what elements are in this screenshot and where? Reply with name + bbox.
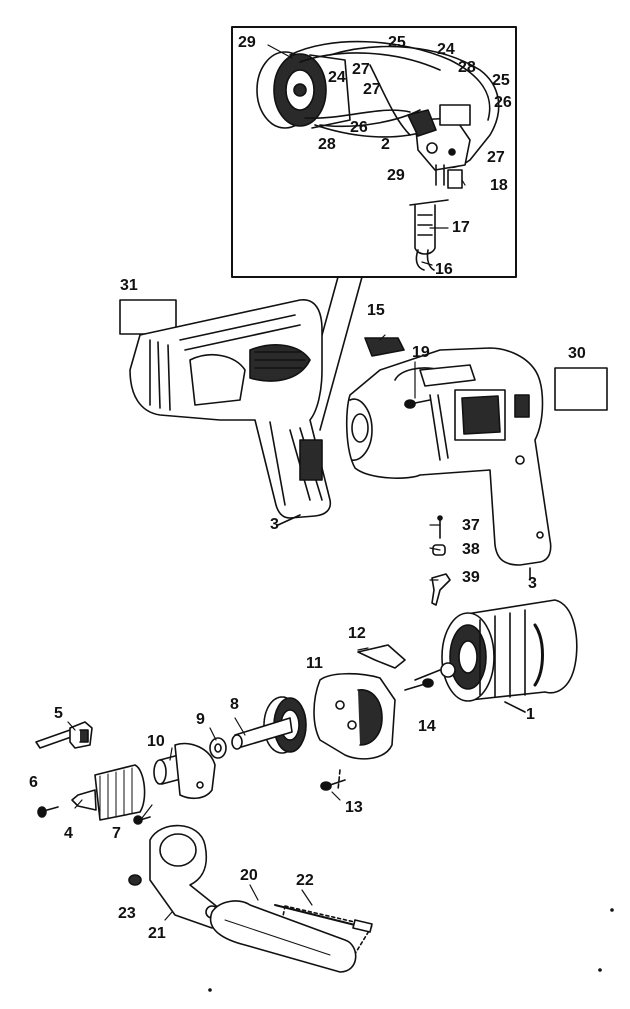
- inset-cord: [409, 164, 463, 271]
- part-label-37: 37: [462, 517, 480, 534]
- part-label-28: 28: [318, 136, 336, 153]
- part-label-26: 26: [494, 94, 512, 111]
- chuck-key: [35, 721, 93, 749]
- wiring-inset: [231, 26, 517, 431]
- part-label-29: 29: [387, 167, 405, 184]
- part-label-3: 3: [270, 516, 279, 533]
- part-label-21: 21: [148, 925, 166, 942]
- motor: [414, 599, 578, 713]
- gear-housing: [313, 644, 434, 791]
- part-label-20: 20: [240, 867, 258, 884]
- part-label-39: 39: [462, 569, 480, 586]
- inset-switch: [407, 104, 471, 171]
- part-label-26: 26: [350, 119, 368, 136]
- side-handle: [209, 900, 373, 973]
- part-label-24: 24: [437, 41, 455, 58]
- part-label-16: 16: [435, 261, 453, 278]
- part-label-17: 17: [452, 219, 470, 236]
- part-label-23: 23: [118, 905, 136, 922]
- part-label-27: 27: [487, 149, 505, 166]
- part-label-7: 7: [112, 825, 121, 842]
- part-label-22: 22: [296, 872, 314, 889]
- chuck: [37, 764, 151, 825]
- washer-and-bearing: [153, 737, 227, 800]
- part-label-9: 9: [196, 711, 205, 728]
- part-label-6: 6: [29, 774, 38, 791]
- part-label-25: 25: [388, 34, 406, 51]
- part-label-15: 15: [367, 302, 385, 319]
- part-label-19: 19: [412, 344, 430, 361]
- brush-parts: [431, 515, 451, 606]
- spindle-gear: [231, 696, 307, 754]
- part-label-8: 8: [230, 696, 239, 713]
- part-label-28: 28: [458, 59, 476, 76]
- right-housing-half: [345, 337, 608, 581]
- part-label-11: 11: [306, 655, 323, 672]
- part-label-12: 12: [348, 625, 366, 642]
- part-label-27: 27: [363, 81, 381, 98]
- part-label-29: 29: [238, 34, 256, 51]
- leader-lines: [67, 44, 466, 921]
- part-label-31: 31: [120, 277, 138, 294]
- part-label-4: 4: [64, 825, 73, 842]
- part-label-24: 24: [328, 69, 346, 86]
- part-label-13: 13: [345, 799, 363, 816]
- left-housing-half: [119, 299, 332, 526]
- part-label-25: 25: [492, 72, 510, 89]
- part-label-27: 27: [352, 61, 370, 78]
- side-handle-bracket: [128, 824, 223, 929]
- part-label-30: 30: [568, 345, 586, 362]
- part-label-1: 1: [526, 706, 535, 723]
- part-label-14: 14: [418, 718, 436, 735]
- part-label-3: 3: [528, 575, 537, 592]
- part-label-10: 10: [147, 733, 165, 750]
- part-label-5: 5: [54, 705, 63, 722]
- inset-motor: [256, 51, 351, 129]
- part-label-2: 2: [381, 136, 390, 153]
- part-label-38: 38: [462, 541, 480, 558]
- part-label-18: 18: [490, 177, 508, 194]
